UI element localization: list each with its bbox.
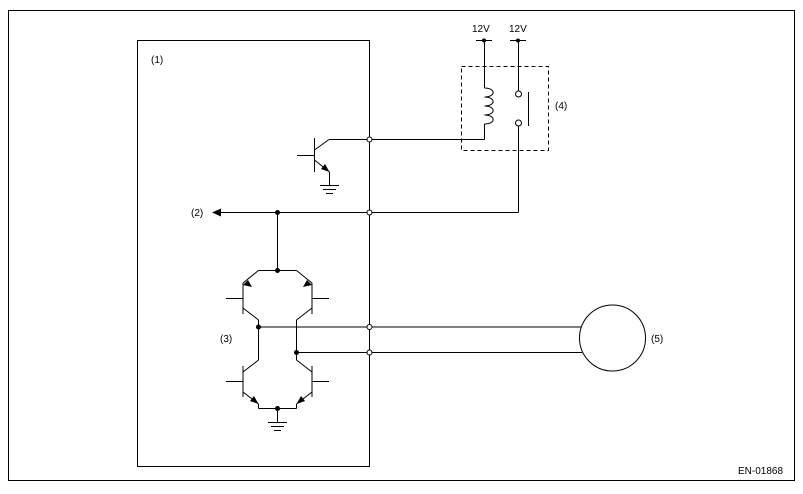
svg-text:12V: 12V [509, 24, 527, 35]
supply-contact-12v: 12V [509, 24, 527, 43]
svg-text:12V: 12V [472, 24, 490, 35]
motor [579, 304, 646, 372]
motor-leads [258, 326, 582, 353]
label-motor: (5) [651, 334, 663, 345]
h-bridge [226, 212, 329, 431]
output-line [212, 208, 519, 217]
relay-dashed-box [461, 66, 549, 151]
control-module-box [137, 40, 370, 467]
relay-driver-transistor [297, 138, 485, 194]
relay-contact-bottom [515, 119, 522, 127]
label-output: (2) [191, 208, 203, 219]
module-terminals [366, 136, 373, 356]
relay-coil [484, 87, 494, 125]
outer-border [8, 10, 795, 481]
relay [461, 40, 549, 213]
supply-coil-12v: 12V [472, 24, 492, 43]
figure-code: EN-01868 [738, 466, 783, 477]
relay-contact-top [515, 90, 522, 98]
label-relay: (4) [555, 101, 567, 112]
label-h-bridge: (3) [220, 334, 232, 345]
label-control-module: (1) [151, 55, 163, 66]
